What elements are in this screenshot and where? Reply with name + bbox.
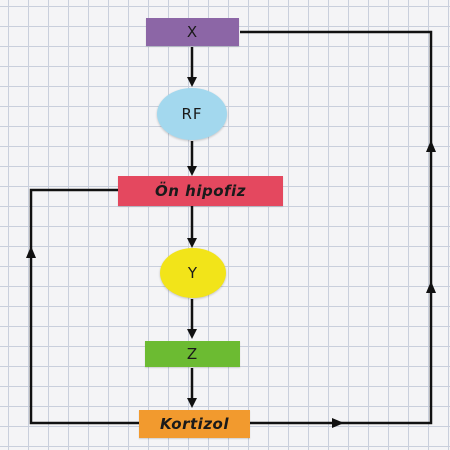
- node-on-hipofiz-label: Ön hipofiz: [155, 182, 246, 200]
- arrowhead-right-upper: [426, 140, 436, 152]
- node-on-hipofiz: Ön hipofiz: [118, 176, 283, 206]
- arrowhead-right-lower: [426, 281, 436, 293]
- node-kortizol: Kortizol: [139, 410, 250, 438]
- node-z: Z: [145, 341, 240, 367]
- feedback-line-right: [240, 30, 433, 425]
- node-y-label: Y: [187, 264, 199, 282]
- node-kortizol-label: Kortizol: [160, 415, 229, 433]
- arrowhead-right-bottom: [332, 418, 344, 428]
- node-x: X: [146, 18, 239, 46]
- node-rf-label: RF: [181, 105, 203, 123]
- feedback-line-left: [29, 188, 148, 425]
- node-y: Y: [160, 248, 226, 298]
- arrowhead-left-loop: [26, 246, 36, 258]
- node-rf: RF: [157, 88, 227, 140]
- node-x-label: X: [186, 23, 199, 41]
- node-z-label: Z: [186, 345, 199, 363]
